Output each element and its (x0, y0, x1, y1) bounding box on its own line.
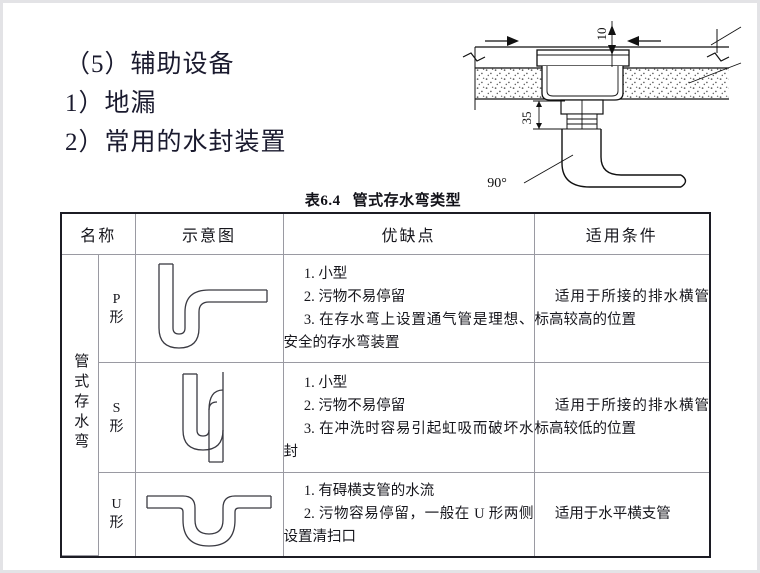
p-trap-outer-path (158, 263, 268, 349)
form-letter-u: U (111, 497, 122, 513)
s-trap-inner-path (196, 373, 218, 437)
table-header-row: 名称 示意图 优缺点 适用条件 (62, 214, 710, 255)
caption-title: 管式存水弯类型 (352, 193, 462, 209)
condition-text: 适用于所接的排水横管标高较高的位置 (534, 288, 710, 328)
form-label-u: U 形 (98, 472, 136, 556)
condition-cell-p: 适用于所接的排水横管标高较高的位置 (533, 254, 710, 363)
drain-grate-flange (536, 49, 630, 67)
trap-outer-wall (561, 129, 681, 188)
header-conditions: 适用条件 (533, 214, 710, 255)
drain-body-inner (546, 66, 619, 97)
table-caption: 表6.4 管式存水弯类型 (3, 189, 757, 210)
slab-hatch-left (475, 68, 551, 99)
pipe-end-socket (680, 174, 687, 188)
u-trap-outer-path (147, 507, 272, 547)
caption-number: 6.4 (320, 193, 341, 209)
pros-item: 3. 在冲洗时容易引起虹吸而破坏水封 (283, 420, 534, 460)
drawing-geometry (462, 21, 742, 188)
dimension-35 (533, 100, 565, 130)
break-mark-left (462, 52, 486, 62)
form-letter-p: P (112, 291, 121, 307)
pros-item: 1. 小型 (303, 265, 348, 282)
group-name-cell: 管式存水弯 (62, 254, 99, 556)
header-name: 名称 (62, 214, 136, 255)
trap-types-table: 名称 示意图 优缺点 适用条件 管式存水弯 P 形 (60, 212, 711, 558)
slab-hatch-right (615, 68, 729, 99)
angle-leader-line (523, 154, 574, 184)
condition-text: 适用于水平横支管 (554, 505, 671, 522)
s-trap-lower-leg (208, 429, 224, 463)
pros-item: 3. 在存水弯上设置通气管是理想、安全的存水弯装置 (283, 311, 534, 351)
header-pros-cons: 优缺点 (282, 214, 535, 255)
form-letter-s: S (112, 400, 121, 416)
slope-arrow-left (485, 36, 519, 46)
pros-item: 1. 小型 (303, 374, 348, 391)
u-trap-inner-path (147, 495, 272, 535)
table-row: U 形 1. 有碍横支管的水流 2. 污物容易停留， (62, 472, 710, 556)
form-label-s: S 形 (98, 362, 136, 473)
slope-arrow-right (627, 36, 661, 46)
form-label-p: P 形 (97, 254, 136, 363)
p-trap-shape-icon (134, 254, 284, 363)
pros-item: 2. 污物不易停留 (303, 288, 406, 305)
break-mark-right (706, 52, 730, 62)
angle-label-90: 90° (487, 176, 507, 191)
caption-prefix: 表 (304, 193, 321, 209)
pros-item: 2. 污物容易停留，一般在 U 形两侧设置清扫口 (283, 505, 534, 545)
dim-label-35: 35 (519, 112, 534, 125)
pros-item: 2. 污物不易停留 (303, 397, 406, 414)
heading-line-1: （5）辅助设备 (65, 51, 235, 78)
pros-item: 1. 有碍横支管的水流 (303, 482, 435, 499)
s-trap-bend-cap (215, 368, 223, 372)
condition-text: 适用于所接的排水横管标高较低的位置 (534, 397, 710, 437)
u-trap-shape-icon (134, 472, 284, 556)
group-name-vertical-text: 管式存水弯 (72, 352, 89, 453)
leader-slab (688, 62, 742, 84)
form-char-s: 形 (109, 419, 124, 435)
table-row: 管式存水弯 P 形 (62, 254, 710, 556)
pros-cell-p: 1. 小型 2. 污物不易停留 3. 在存水弯上设置通气管是理想、安全的存水弯装… (282, 254, 535, 363)
table-row: S 形 (62, 362, 710, 473)
condition-cell-u: 适用于水平横支管 (533, 472, 710, 556)
form-char-u: 形 (109, 516, 124, 532)
drain-body-bowl (541, 66, 624, 101)
s-trap-upper-bend (208, 388, 224, 410)
heading-block: （5）辅助设备 1）地漏 2）常用的水封装置 (65, 45, 445, 162)
floor-drain-diagram: 10 35 90° (449, 5, 757, 195)
dimension-10 (608, 21, 616, 67)
dim-label-10: 10 (594, 28, 609, 41)
s-trap-outer-path (182, 371, 224, 451)
s-trap-shape-icon (134, 362, 284, 473)
pros-cell-u: 1. 有碍横支管的水流 2. 污物容易停留，一般在 U 形两侧设置清扫口 (282, 472, 535, 556)
heading-line-2: 1）地漏 (65, 90, 157, 117)
p-trap-inner-path (172, 263, 268, 335)
header-diagram: 示意图 (134, 214, 284, 255)
heading-line-3: 2）常用的水封装置 (65, 129, 287, 156)
trap-inner-wall (600, 129, 681, 176)
form-char-p: 形 (109, 310, 124, 326)
condition-cell-s: 适用于所接的排水横管标高较低的位置 (533, 362, 710, 473)
pros-cell-s: 1. 小型 2. 污物不易停留 3. 在冲洗时容易引起虹吸而破坏水封 (282, 362, 535, 473)
leader-floor (710, 26, 742, 46)
